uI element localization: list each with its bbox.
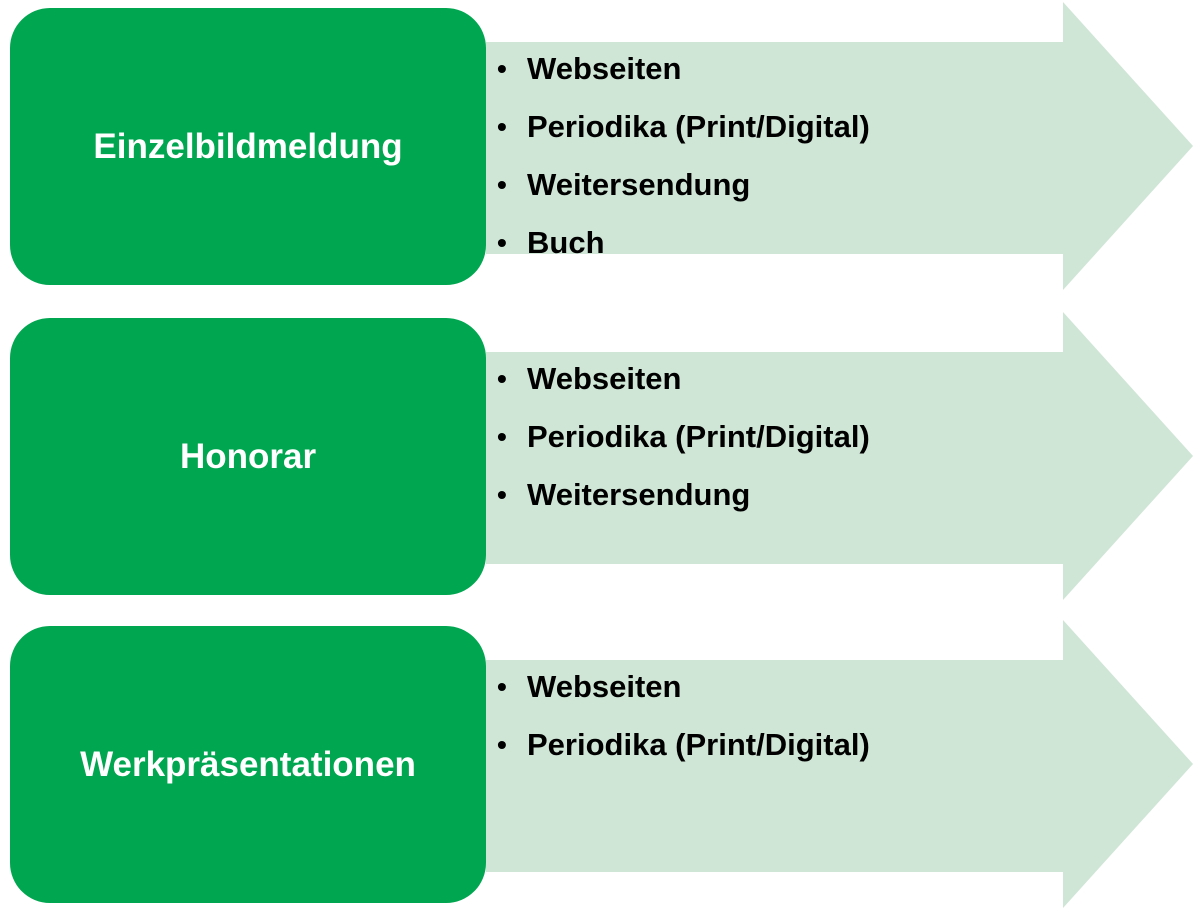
bullet-icon: • xyxy=(497,169,507,200)
arrow-shape xyxy=(486,312,1193,600)
arrow-shape xyxy=(486,2,1193,290)
list-item-label: Webseiten xyxy=(527,669,682,704)
list-item-label: Periodika (Print/Digital) xyxy=(527,109,870,144)
row-einzelbildmeldung: Einzelbildmeldung • Webseiten • Periodika … xyxy=(0,0,1193,290)
bullet-icon: • xyxy=(497,479,507,510)
list-item: • Buch xyxy=(497,214,870,272)
list-item-label: Weitersendung xyxy=(527,167,751,202)
bullet-icon: • xyxy=(497,53,507,84)
list-item: • Webseiten xyxy=(497,350,870,408)
list-item-label: Periodika (Print/Digital) xyxy=(527,419,870,454)
category-label: Honorar xyxy=(179,436,317,476)
row-honorar: Honorar • Webseiten • Periodika (Print/Dig… xyxy=(0,310,1193,600)
bullet-icon: • xyxy=(497,421,507,452)
list-item: • Webseiten xyxy=(497,658,870,716)
category-label: Einzelbildmeldung xyxy=(93,126,403,166)
list-item-label: Weitersendung xyxy=(527,477,751,512)
category-box: Einzelbildmeldung xyxy=(10,8,486,285)
category-label: Werkpräsentationen xyxy=(80,744,416,784)
arrow-shape xyxy=(486,620,1193,908)
list-item: • Periodika (Print/Digital) xyxy=(497,98,870,156)
bullet-icon: • xyxy=(497,729,507,760)
list-item: • Periodika (Print/Digital) xyxy=(497,716,870,774)
list-item-label: Webseiten xyxy=(527,51,682,86)
item-list: • Webseiten • Periodika (Print/Digital) xyxy=(497,658,870,774)
row-werkpraesentationen: Werkpräsentationen • Webseiten • Periodika… xyxy=(0,618,1193,908)
category-box: Werkpräsentationen xyxy=(10,626,486,903)
item-list: • Webseiten • Periodika (Print/Digital) • W… xyxy=(497,350,870,524)
bullet-icon: • xyxy=(497,671,507,702)
list-item: • Periodika (Print/Digital) xyxy=(497,408,870,466)
list-item: • Webseiten xyxy=(497,40,870,98)
category-box: Honorar xyxy=(10,318,486,595)
item-list: • Webseiten • Periodika (Print/Digital) • W… xyxy=(497,40,870,272)
list-item-label: Webseiten xyxy=(527,361,682,396)
bullet-icon: • xyxy=(497,227,507,258)
list-item: • Weitersendung xyxy=(497,466,870,524)
list-item-label: Periodika (Print/Digital) xyxy=(527,727,870,762)
bullet-icon: • xyxy=(497,363,507,394)
list-item-label: Buch xyxy=(527,225,605,260)
list-item: • Weitersendung xyxy=(497,156,870,214)
bullet-icon: • xyxy=(497,111,507,142)
